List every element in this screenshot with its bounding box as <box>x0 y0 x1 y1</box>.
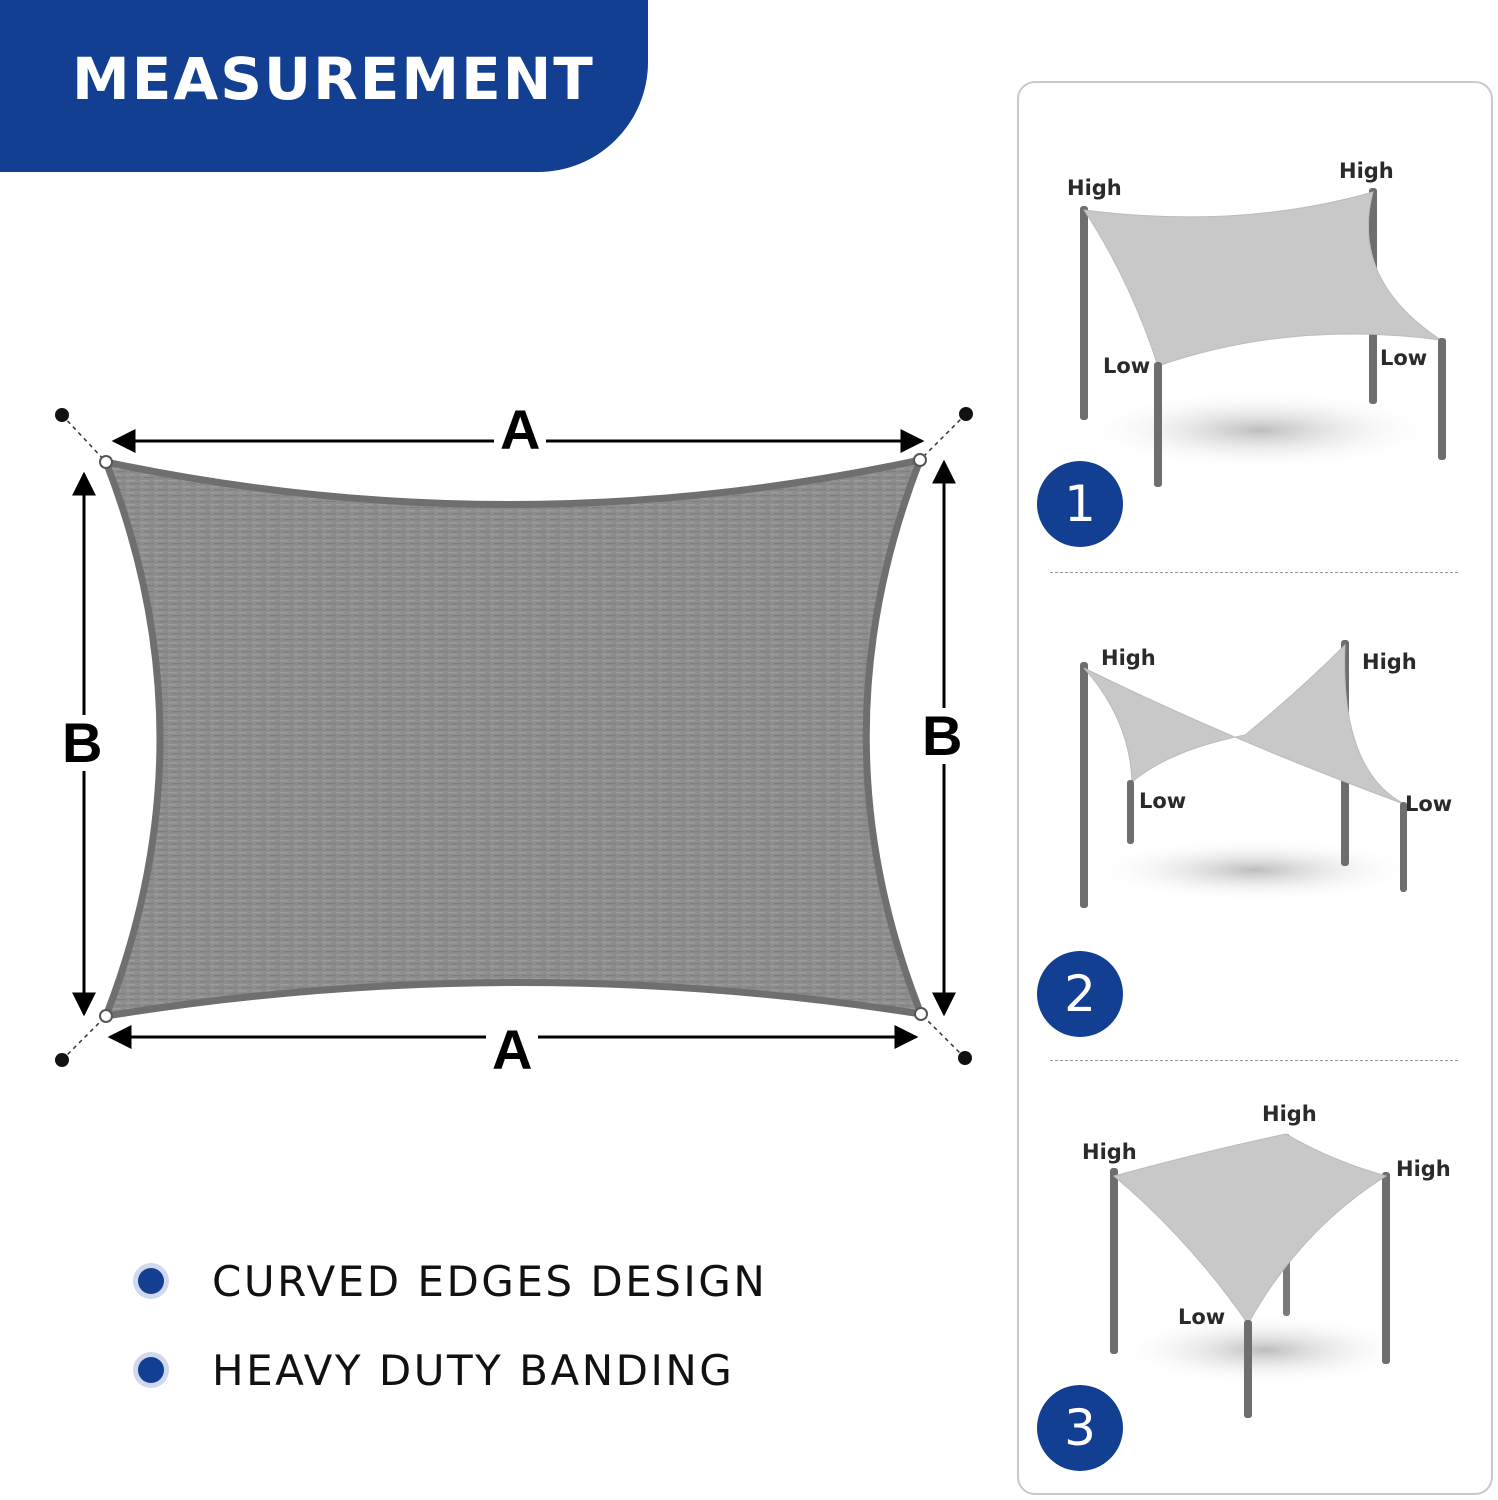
high-label: High <box>1082 1140 1137 1164</box>
panel-divider <box>1050 1060 1458 1061</box>
panel-divider <box>1050 572 1458 573</box>
step-number-badge: 1 <box>1037 461 1123 547</box>
page-title: MEASUREMENT <box>72 45 595 113</box>
high-label: High <box>1262 1102 1317 1126</box>
high-label: High <box>1067 176 1122 200</box>
high-label: High <box>1362 650 1417 674</box>
feature-text: CURVED EDGES DESIGN <box>212 1256 768 1306</box>
low-label: Low <box>1405 792 1453 816</box>
anchor-lines <box>61 413 967 1061</box>
low-label: Low <box>1178 1305 1226 1329</box>
feature-item: CURVED EDGES DESIGN <box>138 1251 767 1311</box>
installation-2-drawing <box>1080 640 1420 908</box>
step-number-badge: 3 <box>1037 1385 1123 1471</box>
high-label: High <box>1396 1157 1451 1181</box>
feature-text: HEAVY DUTY BANDING <box>212 1345 735 1395</box>
step-number-badge: 2 <box>1037 951 1123 1037</box>
bullet-dot-icon <box>138 1357 164 1383</box>
dimension-a-bottom: A <box>486 1022 539 1078</box>
dimension-b-right: B <box>916 708 969 764</box>
dimension-b-left: B <box>56 715 109 771</box>
shade-sail <box>102 456 925 1020</box>
bullet-dot-icon <box>138 1268 164 1294</box>
high-label: High <box>1339 159 1394 183</box>
anchor-points <box>55 407 973 1067</box>
installation-3-drawing <box>1110 1133 1415 1418</box>
installation-1-drawing <box>1080 188 1446 487</box>
low-label: Low <box>1103 354 1151 378</box>
dimension-a-top: A <box>494 402 547 458</box>
installation-panel <box>1017 81 1493 1495</box>
corner-rings <box>99 453 928 1023</box>
high-label: High <box>1101 646 1156 670</box>
low-label: Low <box>1139 789 1187 813</box>
low-label: Low <box>1380 346 1428 370</box>
header-banner: MEASUREMENT <box>0 0 648 172</box>
feature-item: HEAVY DUTY BANDING <box>138 1340 734 1400</box>
